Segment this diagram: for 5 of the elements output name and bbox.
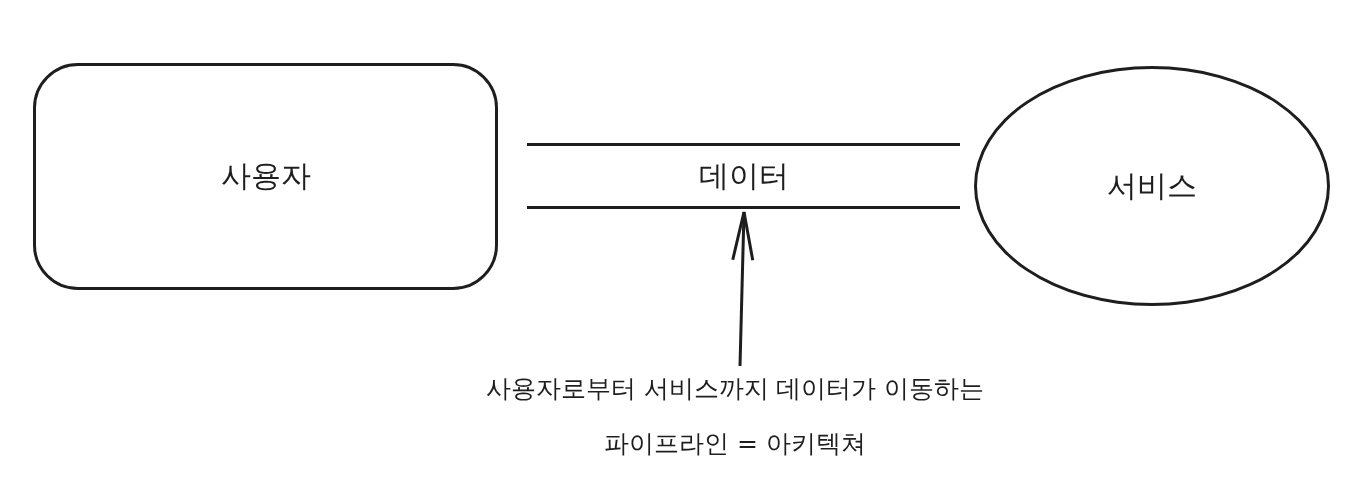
pipeline-band: 데이터 <box>527 143 960 209</box>
arrow <box>731 210 755 367</box>
rounded-box: 사용자 <box>33 63 498 290</box>
note-text: 사용자로부터 서비스까지 데이터가 이동하는 파이프라인 = 아키텍쳐 <box>470 358 1000 473</box>
ellipse-node: 서비스 <box>974 66 1330 306</box>
